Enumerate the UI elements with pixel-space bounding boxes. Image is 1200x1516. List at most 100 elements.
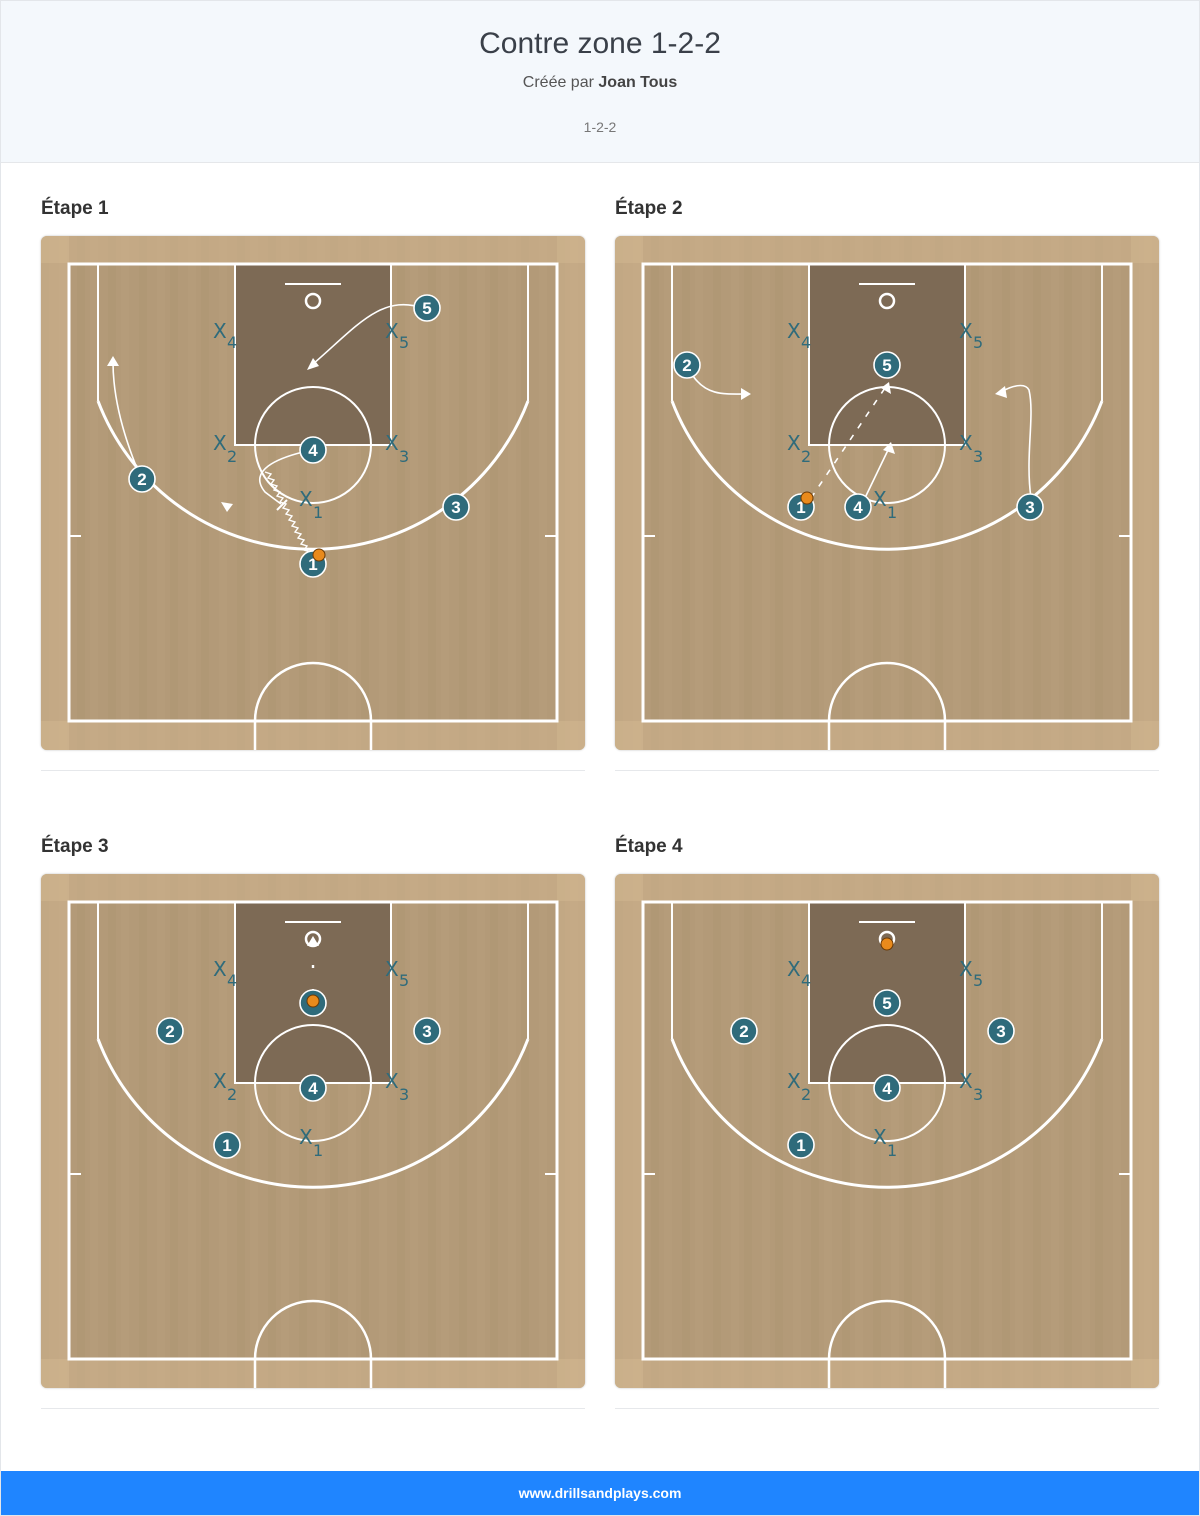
arrowhead: [221, 502, 233, 512]
defender-number: 2: [801, 447, 811, 466]
court-apron: [615, 874, 1159, 901]
defender-x1: X1: [873, 1125, 897, 1160]
player-number: 3: [996, 1022, 1005, 1041]
floor-plank: [842, 874, 850, 1388]
player-1: 1: [787, 491, 815, 521]
step-title: Étape 3: [41, 836, 109, 857]
defender-x2: X2: [213, 1069, 237, 1104]
player-5: 5: [413, 294, 441, 322]
movement-lines: [307, 936, 319, 992]
court-apron: [615, 874, 643, 1388]
screen-path: [258, 451, 304, 505]
defender-mark: X: [959, 319, 973, 343]
floor-plank: [250, 236, 258, 750]
court-apron: [41, 236, 69, 750]
cut-path: [112, 361, 142, 479]
arrowhead: [995, 386, 1007, 398]
defender-x2: X2: [787, 1069, 811, 1104]
offense-players: 2 3 4 1: [156, 989, 441, 1159]
floor-plank: [744, 874, 752, 1388]
defender-mark: X: [299, 1125, 313, 1149]
player-3: 3: [1016, 493, 1044, 521]
floor-plank: [299, 874, 307, 1388]
created-by-label: Créée par: [522, 74, 594, 91]
floor-plank: [971, 236, 979, 750]
arrowhead: [881, 382, 891, 394]
player-4: 4: [873, 1074, 901, 1102]
floor-plank: [508, 236, 516, 750]
floor-plank: [219, 236, 227, 750]
floor-plank: [521, 874, 529, 1388]
divider: [615, 1408, 1159, 1409]
floor-plank: [539, 874, 547, 1388]
player-number: 2: [682, 356, 691, 375]
floor-plank: [824, 874, 832, 1388]
floor-plank: [873, 874, 881, 1388]
floor-plank: [713, 236, 721, 750]
court-apron: [41, 1359, 585, 1388]
floor-plank: [793, 236, 801, 750]
floor-plank: [1051, 236, 1059, 750]
movement-lines: [692, 375, 1032, 503]
floor-plank: [1015, 874, 1023, 1388]
floor-plank: [855, 236, 863, 750]
floor-plank: [77, 874, 85, 1388]
hoop: [878, 292, 896, 310]
floor-plank: [108, 236, 116, 750]
player-number: 3: [1025, 498, 1034, 517]
floor-plank: [842, 236, 850, 750]
floor-plank: [201, 236, 209, 750]
floor-plank: [237, 874, 245, 1388]
floor-plank: [1113, 874, 1121, 1388]
defender-x3: X3: [959, 431, 983, 466]
defender-mark: X: [959, 431, 973, 455]
floor-plank: [682, 236, 690, 750]
page-header: Contre zone 1-2-2 Créée par Joan Tous 1-…: [1, 1, 1199, 163]
defender-mark: X: [959, 1069, 973, 1093]
floor-plank: [1002, 874, 1010, 1388]
floor-plank: [1064, 236, 1072, 750]
floor-plank: [1082, 236, 1090, 750]
floor-plank: [477, 236, 485, 750]
defender-number: 1: [887, 503, 897, 522]
floor-plank: [410, 236, 418, 750]
dribble-path: [264, 471, 314, 561]
floor-plank: [713, 874, 721, 1388]
floor-plank: [1064, 874, 1072, 1388]
player-number: 5: [422, 299, 431, 318]
floor-plank: [762, 236, 770, 750]
defender-mark: X: [787, 319, 801, 343]
cut-path: [312, 303, 424, 365]
divider: [615, 770, 1159, 771]
floor-plank: [348, 236, 356, 750]
divider: [41, 770, 585, 771]
defender-number: 5: [973, 333, 983, 352]
movement-lines: [107, 303, 424, 561]
floor-plank: [281, 874, 289, 1388]
floor-plank: [139, 874, 147, 1388]
player-number: 4: [308, 441, 318, 460]
player-number: 5: [882, 994, 891, 1013]
floor-plank: [811, 874, 819, 1388]
floor-plank: [664, 874, 672, 1388]
floor-plank: [90, 236, 98, 750]
floor-plank: [441, 236, 449, 750]
player-number: 2: [137, 470, 146, 489]
ball-icon: [880, 937, 894, 951]
floor-plank: [219, 874, 227, 1388]
player-number: 3: [422, 1022, 431, 1041]
floor-plank: [922, 236, 930, 750]
court-apron: [615, 721, 1159, 750]
page-title: Contre zone 1-2-2: [479, 27, 721, 60]
defender-mark: X: [213, 319, 227, 343]
player-1: 1: [787, 1131, 815, 1159]
defender-x2: X2: [787, 431, 811, 466]
floor-plank: [170, 236, 178, 750]
arrowhead: [883, 442, 895, 454]
footer-link[interactable]: www.drillsandplays.com: [518, 1485, 682, 1501]
